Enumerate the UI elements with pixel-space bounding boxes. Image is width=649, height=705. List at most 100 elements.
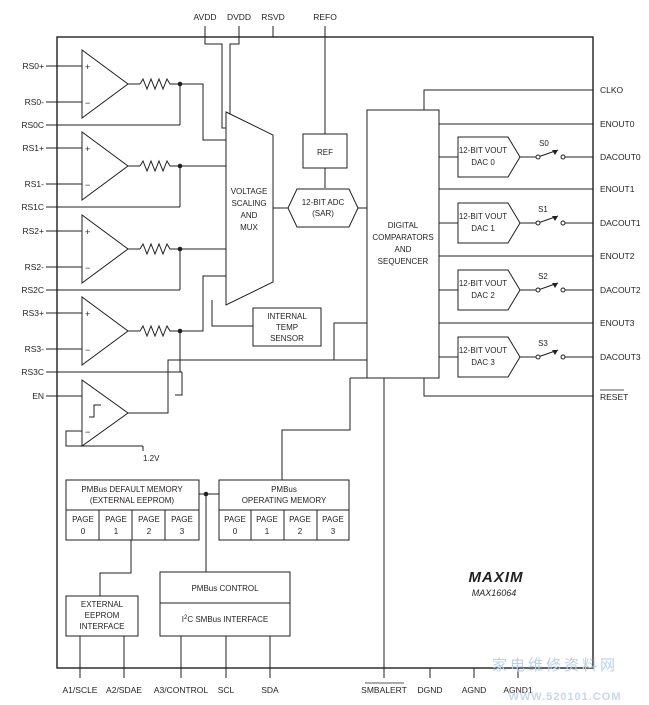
op-page3-num: 3 — [331, 527, 336, 536]
ref-label: REF — [317, 148, 333, 157]
pin-rs1n: RS1- — [25, 179, 45, 189]
default-mem-title-1: PMBus DEFAULT MEMORY — [81, 485, 183, 494]
pin-rs3p: RS3+ — [23, 308, 45, 318]
default-page2: PAGE — [138, 515, 160, 524]
op-page2: PAGE — [289, 515, 311, 524]
part-number: MAX16064 — [472, 588, 517, 598]
default-page0: PAGE — [72, 515, 94, 524]
digital-label-1: DIGITAL — [388, 221, 419, 230]
pin-rs2n: RS2- — [25, 262, 45, 272]
default-page0-num: 0 — [81, 527, 86, 536]
op-page0: PAGE — [224, 515, 246, 524]
pin-reset: RESET — [600, 392, 628, 402]
pin-smbalert: SMBALERT — [361, 685, 407, 695]
memory-wires — [99, 322, 367, 596]
switch-contacts — [535, 154, 566, 360]
eeprom-interface-block — [65, 595, 139, 637]
pin-rs3n: RS3- — [25, 344, 45, 354]
digital-label-4: SEQUENCER — [378, 257, 429, 266]
en-comparator — [81, 379, 129, 447]
top-pins: AVDD DVDD RSVD REFO — [194, 12, 337, 37]
pin-dacout3: DACOUT3 — [600, 352, 641, 362]
default-mem-title-2: (EXTERNAL EEPROM) — [90, 496, 174, 505]
dac2-label-2: DAC 2 — [471, 291, 495, 300]
eeprom-if-label-2: EEPROM — [85, 611, 120, 620]
dac2-block — [457, 269, 521, 311]
dac3-label-1: 12-BIT VOUT — [459, 346, 507, 355]
switch-s1-label: S1 — [538, 205, 548, 214]
ref-block — [302, 133, 348, 169]
op-page3: PAGE — [322, 515, 344, 524]
pin-dacout0: DACOUT0 — [600, 152, 641, 162]
adc-label-2: (SAR) — [312, 209, 334, 218]
svg-text:−: − — [85, 98, 90, 108]
svg-text:+: + — [85, 309, 90, 319]
pin-rs0p: RS0+ — [23, 61, 45, 71]
pin-agnd: AGND — [462, 685, 487, 695]
watermark-text: 家电维修资料网 — [492, 657, 618, 674]
temp-label-2: TEMP — [276, 323, 298, 332]
pin-rs2p: RS2+ — [23, 226, 45, 236]
pin-a2-sdae: A2/SDAE — [106, 685, 142, 695]
eeprom-if-label-3: INTERFACE — [80, 622, 125, 631]
dac1-label-2: DAC 1 — [471, 224, 495, 233]
default-page3-num: 3 — [180, 527, 185, 536]
mux-label-1: VOLTAGE — [231, 187, 268, 196]
right-side-wires — [423, 89, 593, 397]
pin-a3-control: A3/CONTROL — [154, 685, 209, 695]
temp-sensor-block — [252, 307, 322, 347]
pin-en: EN — [32, 391, 44, 401]
pmbus-control-title: PMBus CONTROL — [191, 584, 259, 593]
pin-rs1p: RS1+ — [23, 143, 45, 153]
dac1-block — [457, 202, 521, 244]
pin-rs3c: RS3C — [21, 367, 44, 377]
op-page1-num: 1 — [265, 527, 270, 536]
mux-input-wires — [180, 37, 253, 373]
left-pins: RS0+ RS0- RS0C RS1+ RS1- RS1C RS2+ RS2- … — [21, 61, 57, 401]
dac2-label-1: 12-BIT VOUT — [459, 279, 507, 288]
default-page1-num: 1 — [114, 527, 119, 536]
bottom-pins: A1/SCLE A2/SDAE A3/CONTROL SCL SDA SMBAL… — [63, 682, 533, 695]
pin-dvdd: DVDD — [227, 12, 251, 22]
dac0-label-1: 12-BIT VOUT — [459, 146, 507, 155]
bottom-pin-wires — [79, 378, 519, 678]
pin-rs0n: RS0- — [25, 97, 45, 107]
pin-scl: SCL — [218, 685, 235, 695]
mux-label-2: SCALING — [231, 199, 266, 208]
pin-agnd1: AGND1 — [503, 685, 533, 695]
op-page2-num: 2 — [298, 527, 303, 536]
svg-text:−: − — [85, 345, 90, 355]
op-mem-title-2: OPERATING MEMORY — [242, 496, 327, 505]
digital-sequencer-block — [366, 109, 440, 379]
svg-text:+: + — [85, 227, 90, 237]
junction-dots — [177, 81, 209, 497]
svg-text:+: + — [85, 144, 90, 154]
pin-dgnd: DGND — [417, 685, 442, 695]
pin-enout1: ENOUT1 — [600, 184, 635, 194]
pin-rs1c: RS1C — [21, 202, 44, 212]
op-mem-title-1: PMBus — [271, 485, 297, 494]
op-page0-num: 0 — [233, 527, 238, 536]
temp-label-3: SENSOR — [270, 334, 304, 343]
dac3-label-2: DAC 3 — [471, 358, 495, 367]
pin-dacout2: DACOUT2 — [600, 285, 641, 295]
pin-dacout1: DACOUT1 — [600, 218, 641, 228]
adc-label-1: 12-BIT ADC — [302, 198, 345, 207]
voltage-scaling-mux — [225, 111, 274, 306]
pin-rs2c: RS2C — [21, 285, 44, 295]
temp-label-1: INTERNAL — [267, 312, 307, 321]
sense-amp-channels — [57, 49, 181, 373]
en-comparator-wires — [57, 359, 367, 447]
maxim-logo: MAXIM — [469, 569, 524, 586]
dac0-block — [457, 136, 521, 178]
dac0-label-2: DAC 0 — [471, 158, 495, 167]
default-page3: PAGE — [171, 515, 193, 524]
amp-polarity-marks: +− +− +− +− — [85, 62, 90, 355]
hysteresis-icon — [89, 404, 101, 418]
mux-label-4: MUX — [240, 223, 258, 232]
default-page1: PAGE — [105, 515, 127, 524]
dac1-label-1: 12-BIT VOUT — [459, 212, 507, 221]
pin-a1-scle: A1/SCLE — [63, 685, 98, 695]
svg-text:−: − — [85, 180, 90, 190]
